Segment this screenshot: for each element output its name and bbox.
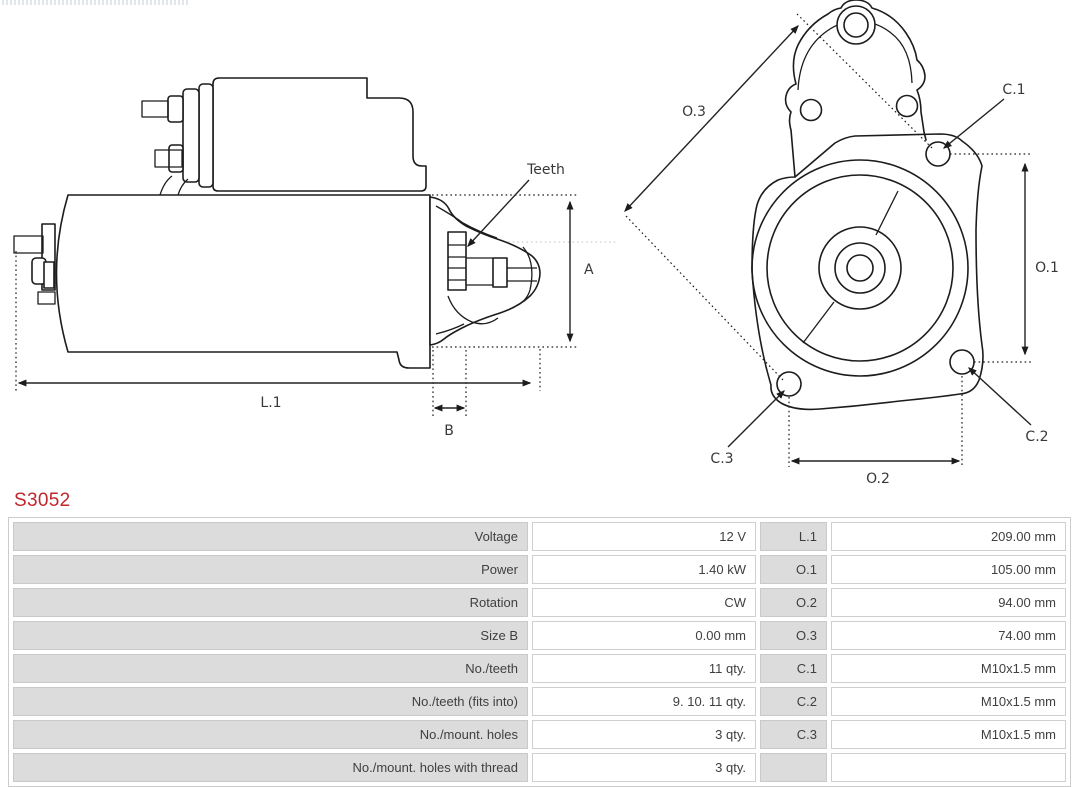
mounting-flange — [751, 133, 984, 411]
dim-label: C.2 — [760, 687, 827, 716]
side-view-dimensions: A Teeth B L.1 — [15, 162, 618, 439]
spec-value: 1.40 kW — [532, 555, 756, 584]
solenoid — [141, 77, 427, 196]
spec-value: 12 V — [532, 522, 756, 551]
side-view-drawing: A Teeth B L.1 — [13, 77, 618, 439]
face-circles — [751, 159, 969, 377]
c1-label: C.1 — [1002, 82, 1025, 98]
c2-label: C.2 — [1025, 429, 1048, 445]
c1-leader-line — [942, 98, 1005, 149]
dim-label: C.3 — [760, 720, 827, 749]
dim-label: L.1 — [760, 522, 827, 551]
spec-label: Rotation — [13, 588, 528, 617]
dimension-o3-label: O.3 — [682, 104, 706, 120]
solenoid-terminal-stud-1 — [141, 100, 169, 118]
spec-value: 3 qty. — [532, 720, 756, 749]
table-row: Rotation CW O.2 94.00 mm — [13, 588, 1066, 617]
part-number: S3052 — [14, 490, 71, 511]
spec-label: Size B — [13, 621, 528, 650]
teeth-label: Teeth — [526, 162, 565, 178]
dim-label: O.2 — [760, 588, 827, 617]
technical-drawings: A Teeth B L.1 — [13, 0, 1059, 486]
c3-leader-line — [727, 390, 785, 448]
solenoid-terminal-stud-2 — [154, 149, 183, 168]
table-row: No./mount. holes with thread 3 qty. — [13, 753, 1066, 782]
spec-value: 11 qty. — [532, 654, 756, 683]
dim-value: M10x1.5 mm — [831, 654, 1066, 683]
spec-value: 0.00 mm — [532, 621, 756, 650]
spec-value: CW — [532, 588, 756, 617]
c2-leader-line — [968, 367, 1032, 426]
pinion — [447, 231, 467, 291]
table-row: Voltage 12 V L.1 209.00 mm — [13, 522, 1066, 551]
spec-label: Power — [13, 555, 528, 584]
spec-label: No./teeth (fits into) — [13, 687, 528, 716]
top-mount-hole — [843, 12, 869, 38]
shoulder-hole-right — [895, 94, 919, 118]
dim-value — [831, 753, 1066, 782]
top-dome — [784, 0, 927, 178]
table-row: Size B 0.00 mm O.3 74.00 mm — [13, 621, 1066, 650]
motor-body — [55, 194, 431, 369]
spec-label: No./mount. holes — [13, 720, 528, 749]
spec-value: 9. 10. 11 qty. — [532, 687, 756, 716]
front-view-drawing: O.3 O.1 O.2 C.1 C.2 C.3 — [624, 0, 1059, 486]
spec-value: 3 qty. — [532, 753, 756, 782]
dimension-a-label: A — [584, 262, 594, 278]
shaft-center-hole — [846, 254, 874, 282]
table-row: No./teeth (fits into) 9. 10. 11 qty. C.2… — [13, 687, 1066, 716]
spec-label: No./teeth — [13, 654, 528, 683]
spec-label: Voltage — [13, 522, 528, 551]
rear-bracket — [13, 223, 56, 305]
watermark-strip — [2, 0, 188, 5]
dim-value: 74.00 mm — [831, 621, 1066, 650]
teeth-leader-line — [467, 179, 530, 247]
spec-label: No./mount. holes with thread — [13, 753, 528, 782]
dim-value: M10x1.5 mm — [831, 687, 1066, 716]
dimension-l1-label: L.1 — [260, 395, 281, 411]
dim-value: 105.00 mm — [831, 555, 1066, 584]
dim-value: 94.00 mm — [831, 588, 1066, 617]
table-row: Power 1.40 kW O.1 105.00 mm — [13, 555, 1066, 584]
rear-lower-stud — [37, 291, 56, 305]
c3-label: C.3 — [710, 451, 733, 467]
dim-label — [760, 753, 827, 782]
shoulder-hole-left — [799, 98, 823, 122]
top-ear-boss — [836, 5, 876, 45]
table-row: No./mount. holes 3 qty. C.3 M10x1.5 mm — [13, 720, 1066, 749]
drive-end-housing — [429, 196, 541, 346]
dimension-o1-label: O.1 — [1035, 260, 1059, 276]
dim-label: C.1 — [760, 654, 827, 683]
dim-label: O.1 — [760, 555, 827, 584]
dimension-o3-line — [624, 25, 799, 212]
shaft — [466, 257, 537, 288]
rear-terminal-stud — [13, 235, 44, 254]
spec-table: Voltage 12 V L.1 209.00 mm Power 1.40 kW… — [8, 517, 1071, 787]
front-view-dimensions: O.3 O.1 O.2 C.1 C.2 C.3 — [624, 13, 1059, 486]
dim-value: M10x1.5 mm — [831, 720, 1066, 749]
dim-label: O.3 — [760, 621, 827, 650]
dimension-o2-label: O.2 — [866, 471, 890, 486]
mount-hole-c2 — [949, 349, 975, 375]
dimension-b-label: B — [444, 423, 454, 439]
mount-hole-c3 — [776, 371, 802, 397]
table-row: No./teeth 11 qty. C.1 M10x1.5 mm — [13, 654, 1066, 683]
dim-value: 209.00 mm — [831, 522, 1066, 551]
